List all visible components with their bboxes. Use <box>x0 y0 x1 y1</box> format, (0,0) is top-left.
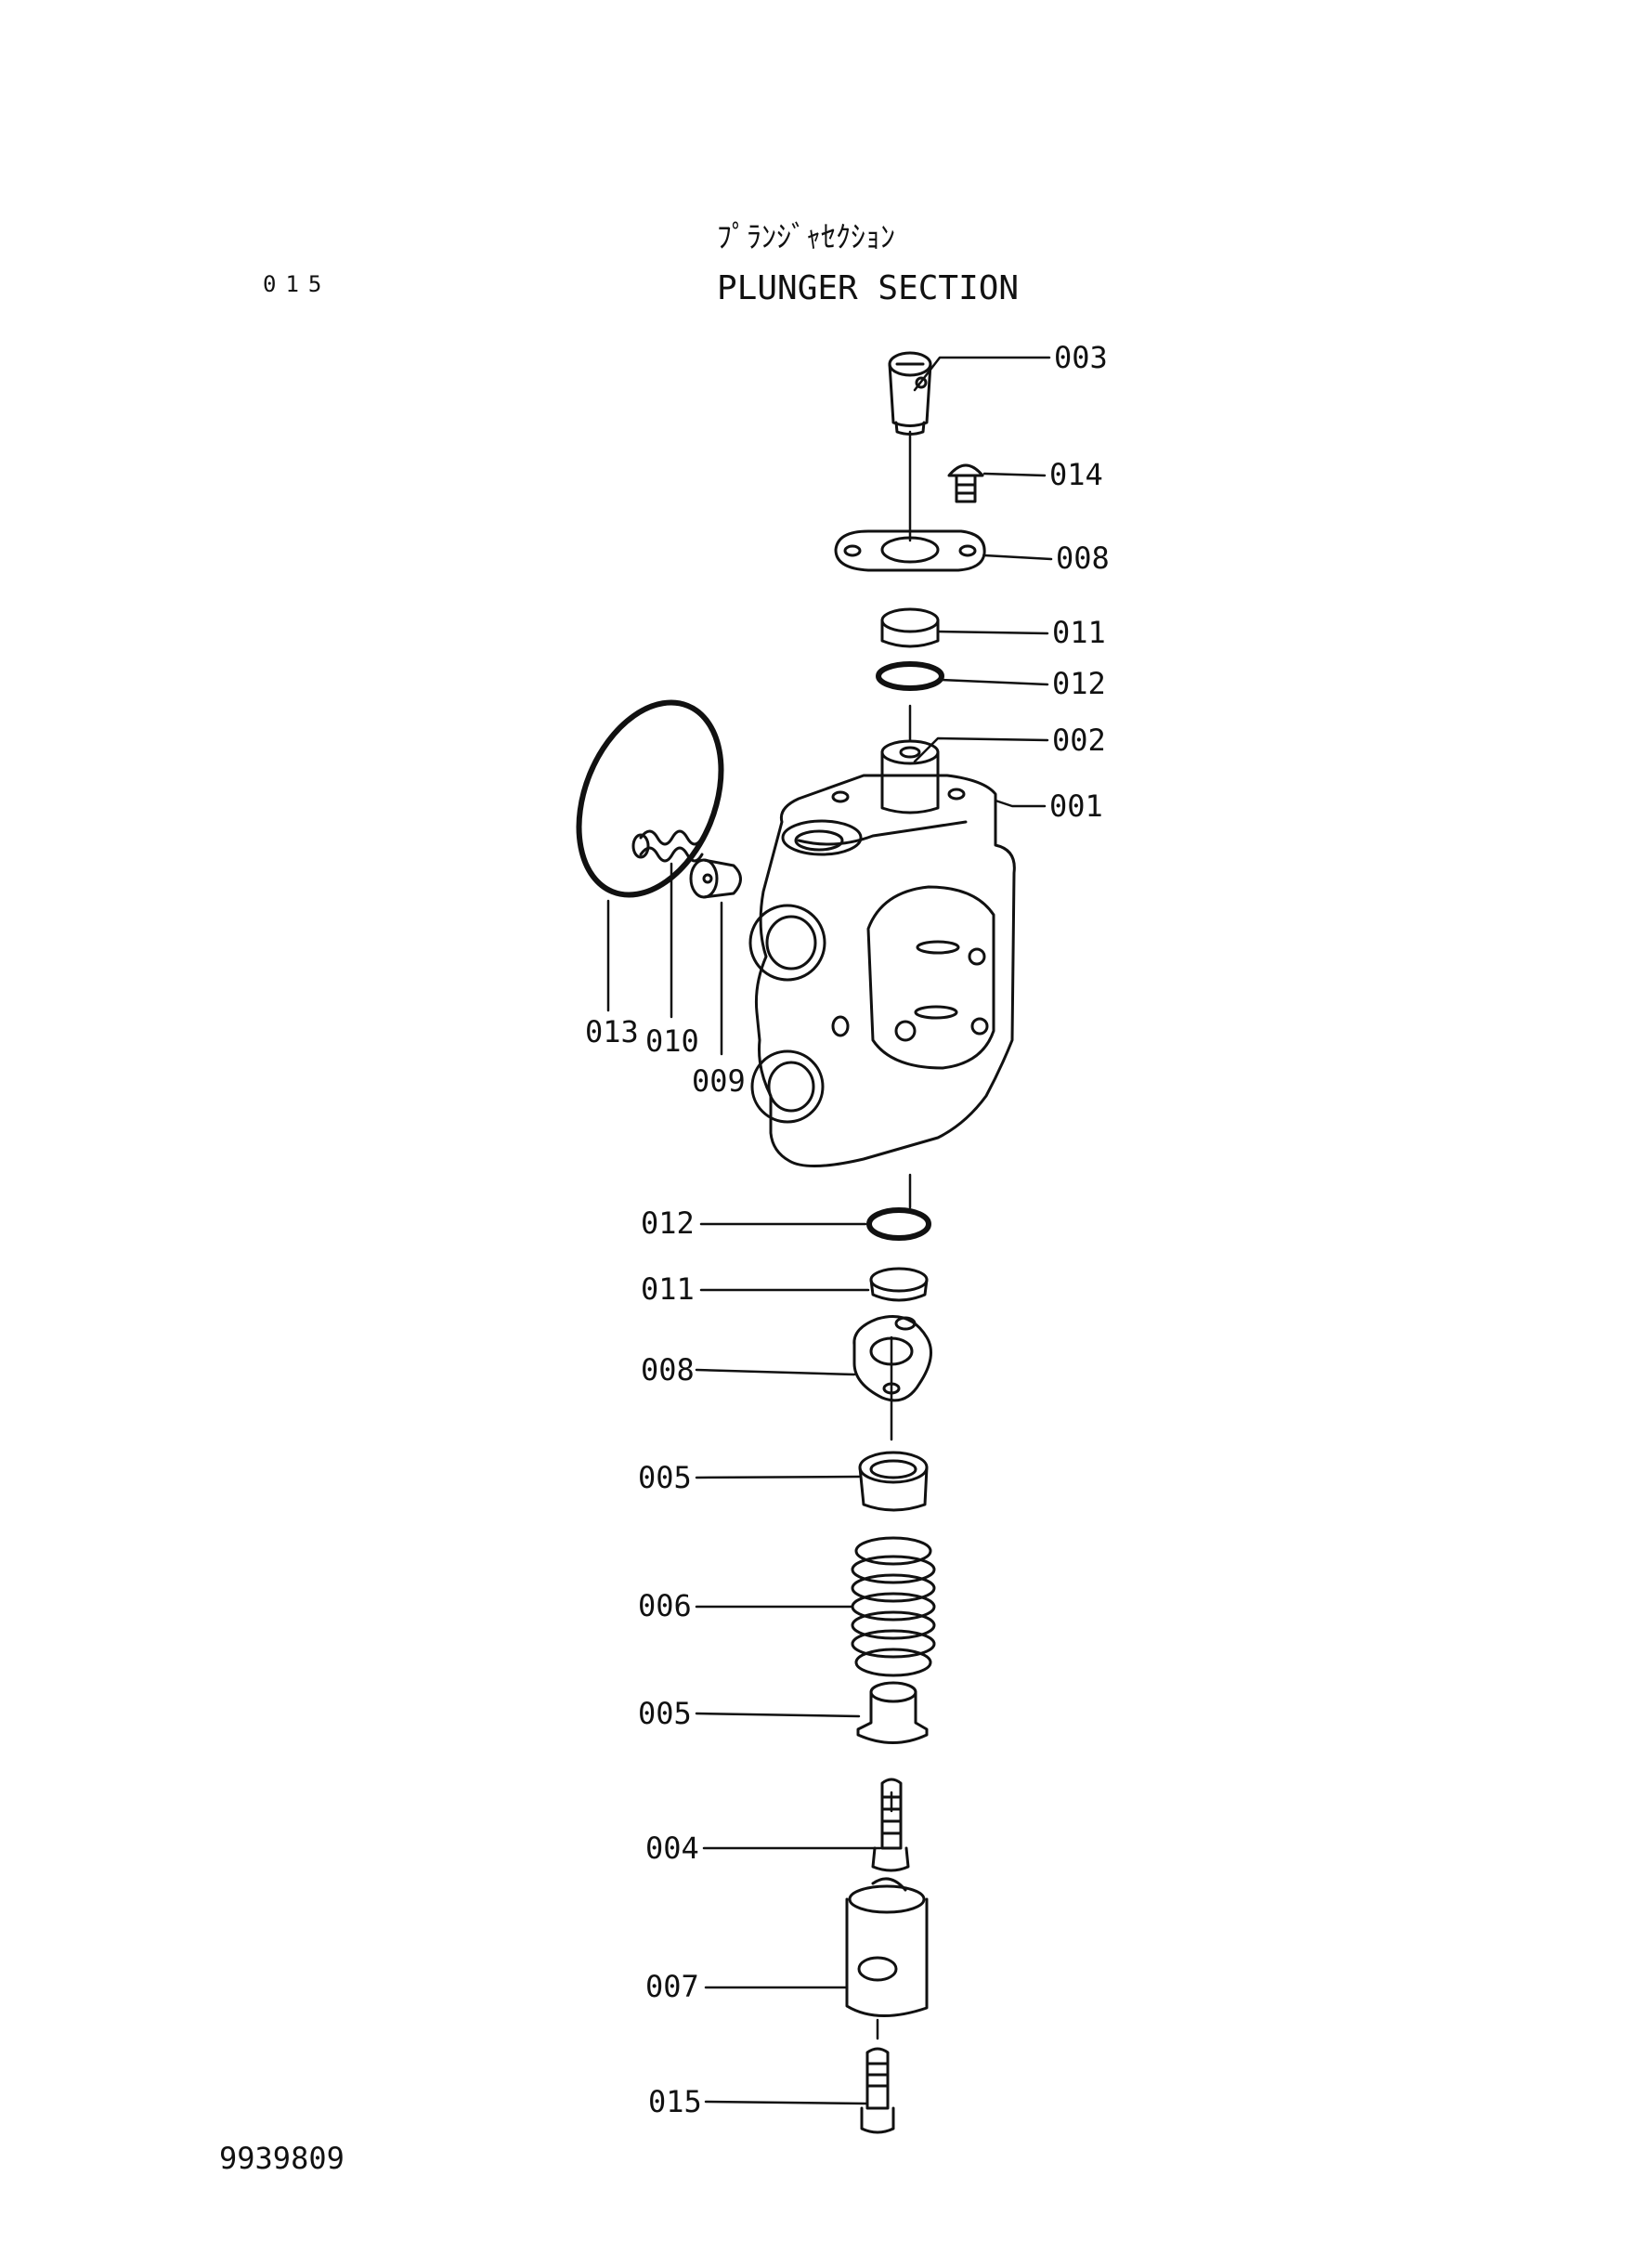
callout-012: 012 <box>641 1205 695 1241</box>
part-009-plunger <box>689 858 742 899</box>
part-011-seal-upper <box>880 607 940 648</box>
callout-labels: 003 014 008 011 012 002 001 013 010 009 … <box>585 340 1110 2119</box>
callout-003: 003 <box>1054 340 1108 375</box>
callout-012: 012 <box>1052 666 1106 701</box>
page-number: 015 <box>263 271 332 297</box>
callout-001: 001 <box>1049 788 1103 824</box>
callout-004: 004 <box>645 1831 699 1866</box>
callout-013: 013 <box>585 1014 639 1049</box>
part-014-screw <box>947 463 984 503</box>
part-015-bolt <box>860 2047 895 2134</box>
callout-015: 015 <box>648 2084 702 2119</box>
section-title-japanese: ﾌﾟﾗﾝｼﾞｬｾｸｼｮﾝ <box>717 219 896 254</box>
callout-002: 002 <box>1052 723 1106 758</box>
assembly-axis-lines <box>876 430 912 2040</box>
section-title: PLUNGER SECTION <box>717 269 1020 307</box>
part-011-seal-lower <box>869 1267 929 1302</box>
part-003-plug <box>888 351 932 436</box>
part-013-o-ring-large <box>576 699 724 898</box>
callout-008: 008 <box>1056 541 1110 576</box>
callout-011: 011 <box>641 1271 695 1307</box>
part-010-spring <box>631 829 704 863</box>
callout-011: 011 <box>1052 615 1106 650</box>
callout-005: 005 <box>638 1460 692 1495</box>
callout-008: 008 <box>641 1352 695 1388</box>
callout-014: 014 <box>1049 457 1103 492</box>
part-008-flange-upper <box>834 529 986 572</box>
part-004-poppet <box>871 1778 910 1872</box>
callout-010: 010 <box>645 1023 699 1059</box>
part-001-valve-body <box>748 739 1016 1167</box>
callout-007: 007 <box>645 1969 699 2004</box>
part-012-o-ring-lower <box>866 1207 931 1241</box>
part-005-spring-seat-upper <box>858 1451 929 1512</box>
callout-leader-lines <box>606 356 1053 2105</box>
part-008-flange-lower <box>852 1315 932 1402</box>
part-006-spring <box>851 1536 936 1677</box>
drawing-number: 9939809 <box>219 2141 345 2176</box>
callout-005: 005 <box>638 1696 692 1731</box>
part-007-cap <box>845 1877 929 2017</box>
part-012-o-ring-upper <box>876 661 944 691</box>
callout-006: 006 <box>638 1588 692 1623</box>
part-005-spring-seat-lower <box>856 1681 929 1744</box>
callout-009: 009 <box>692 1063 746 1099</box>
